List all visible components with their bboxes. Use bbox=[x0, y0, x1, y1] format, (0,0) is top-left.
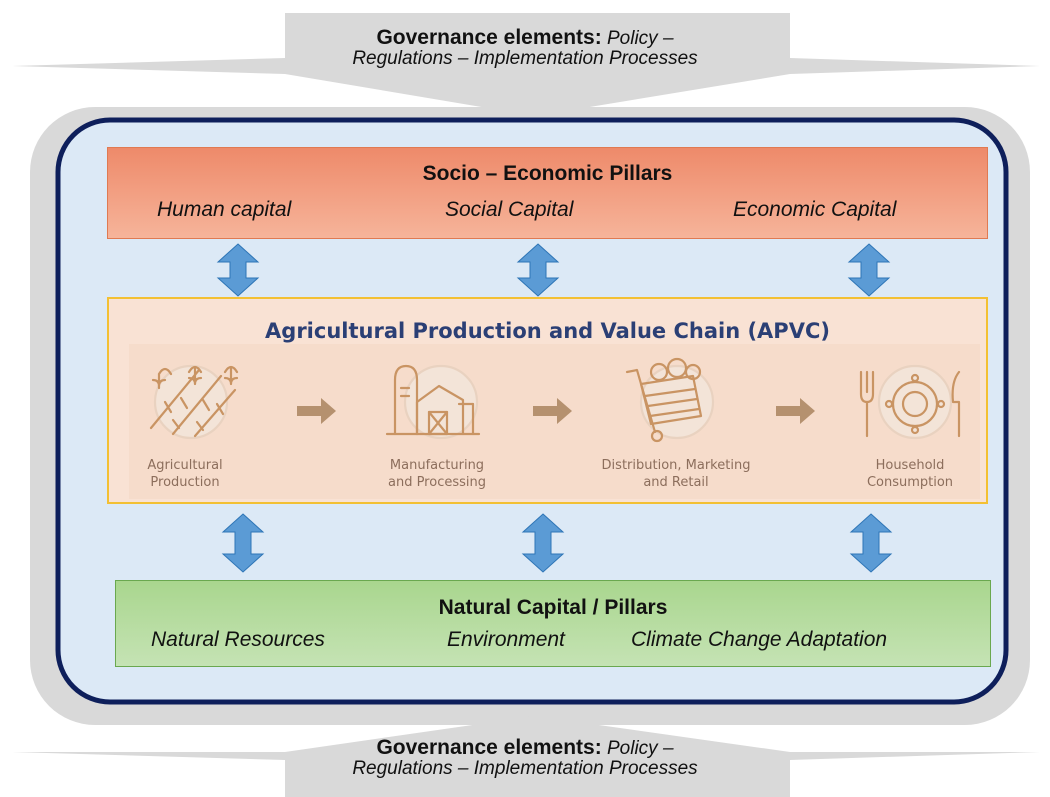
pillar-climate-change-adaptation: Climate Change Adaptation bbox=[631, 628, 888, 651]
natural-pillars-title: Natural Capital / Pillars bbox=[438, 596, 668, 619]
apvc-box: Agricultural Production and Value Chain … bbox=[107, 297, 988, 504]
factory-silo-icon bbox=[385, 364, 481, 440]
double-arrow-icon bbox=[521, 513, 565, 573]
double-arrow-icon bbox=[221, 513, 265, 573]
socio-economic-pillars-box: Socio – Economic Pillars Human capital S… bbox=[107, 147, 988, 239]
wheat-field-icon bbox=[149, 364, 239, 440]
pillar-environment: Environment bbox=[447, 628, 565, 651]
flow-arrow-icon bbox=[533, 398, 572, 424]
produce-cart-icon bbox=[625, 357, 715, 443]
governance-top-line2: Regulations – Implementation Processes bbox=[352, 48, 698, 69]
governance-bottom-title: Governance elements: bbox=[376, 736, 602, 759]
flow-arrow-icon bbox=[776, 398, 815, 424]
pillar-human-capital: Human capital bbox=[157, 198, 292, 221]
stage-label-household-consumption: Household Consumption bbox=[866, 458, 954, 490]
pillar-economic-capital: Economic Capital bbox=[733, 198, 897, 221]
governance-bottom-line2: Regulations – Implementation Processes bbox=[352, 758, 698, 779]
stage-label-agricultural-production: Agricultural Production bbox=[147, 458, 223, 490]
double-arrow-icon bbox=[216, 243, 260, 297]
governance-top-line1: Policy – bbox=[607, 28, 674, 49]
apvc-title: Agricultural Production and Value Chain … bbox=[265, 319, 830, 343]
stage-label-manufacturing: Manufacturing and Processing bbox=[387, 458, 486, 490]
plate-cutlery-icon bbox=[859, 364, 961, 440]
pillar-natural-resources: Natural Resources bbox=[151, 628, 325, 651]
socio-pillars-title: Socio – Economic Pillars bbox=[422, 162, 673, 185]
governance-bottom-banner bbox=[12, 716, 1040, 797]
governance-bottom-line1: Policy – bbox=[607, 738, 674, 759]
apvc-stages-panel: Agricultural Production Manufacturing an… bbox=[129, 344, 980, 499]
flow-arrow-icon bbox=[297, 398, 336, 424]
governance-top-banner bbox=[12, 13, 1040, 116]
governance-top-text: Governance elements: Policy – Regulation… bbox=[240, 26, 810, 69]
governance-bottom-text: Governance elements: Policy – Regulation… bbox=[240, 736, 810, 779]
double-arrow-icon bbox=[847, 243, 891, 297]
natural-capital-pillars-box: Natural Capital / Pillars Natural Resour… bbox=[115, 580, 991, 667]
pillar-social-capital: Social Capital bbox=[445, 198, 574, 221]
stage-label-distribution: Distribution, Marketing and Retail bbox=[601, 458, 751, 490]
governance-top-title: Governance elements: bbox=[376, 26, 602, 49]
apvc-icons bbox=[149, 357, 961, 443]
double-arrow-icon bbox=[849, 513, 893, 573]
double-arrow-icon bbox=[516, 243, 560, 297]
